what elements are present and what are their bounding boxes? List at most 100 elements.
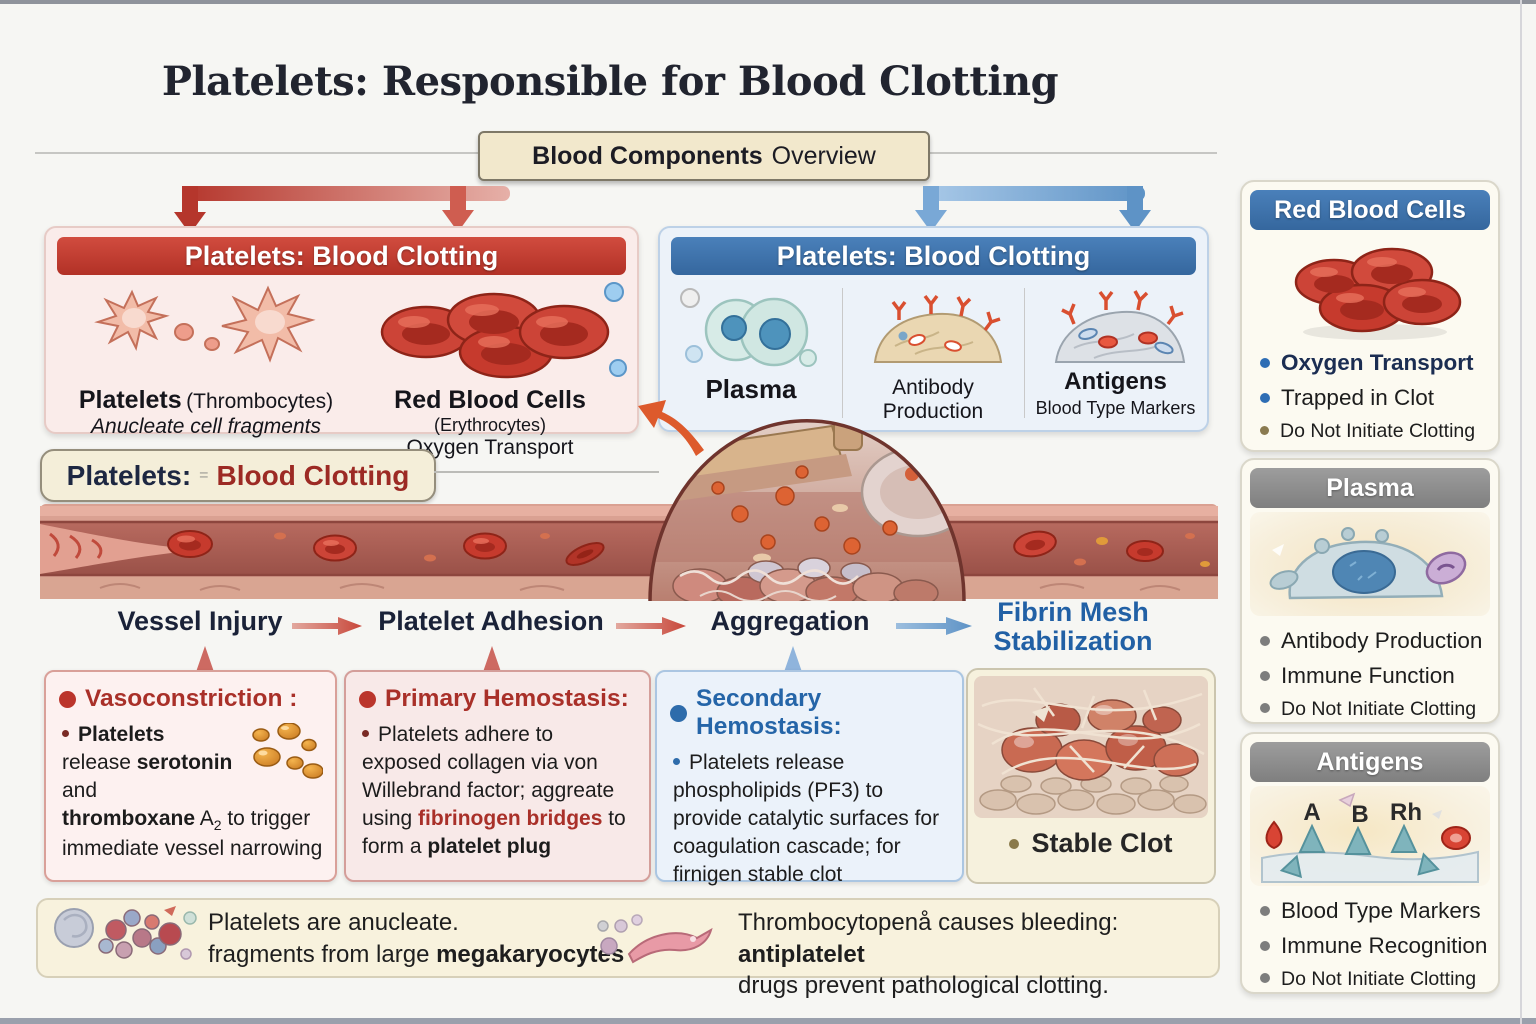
plasma-illustration-bg — [1250, 512, 1490, 616]
section-label-platelets-clotting: Platelets: = Blood Clotting — [40, 449, 436, 502]
plasma-cells-icon — [680, 288, 817, 367]
secondary-hemostasis-heading: Secondary Hemostasis: — [657, 672, 962, 741]
antigens-bullet-2: Immune Recognition — [1260, 933, 1498, 959]
platelet-fragment-icon — [597, 914, 713, 964]
sidebar-plasma-cell-icon — [1269, 527, 1467, 600]
plasma-label: Plasma — [705, 374, 797, 404]
antigen-marker-a: A — [1303, 799, 1320, 826]
secondary-hemostasis-box: Secondary Hemostasis: Platelets release … — [655, 670, 964, 886]
antibody-production-label: Antibody Production — [882, 376, 984, 423]
heading-bullet-icon — [359, 690, 376, 708]
sidebar-plasma-header: Plasma — [1250, 468, 1490, 508]
platelets-card: Platelets: Blood Clotting Platelets (Thr… — [44, 226, 639, 459]
bullet-icon — [673, 758, 680, 765]
top-frame-line — [0, 0, 1536, 4]
column-divider — [842, 288, 843, 418]
plasma-bullet-1: Antibody Production — [1260, 628, 1498, 654]
rbc-caption: Red Blood Cells (Erythrocytes) Oxygen Tr… — [346, 386, 634, 460]
bullet-icon — [362, 730, 369, 737]
rbc-name: Red Blood Cells — [394, 386, 586, 414]
heading-bullet-icon — [59, 690, 76, 708]
footer-left-text: Platelets are anucleate. fragments from … — [208, 909, 625, 968]
stable-clot-label-row: Stable Clot — [968, 828, 1214, 859]
antigen-cell-icon — [1054, 290, 1186, 363]
antibody-cell-icon — [873, 294, 1003, 363]
stable-clot-box: Stable Clot — [966, 668, 1216, 884]
primary-hemostasis-heading: Primary Hemostasis: — [346, 672, 649, 713]
overview-banner: Blood Components Overview — [478, 131, 930, 181]
bullet-icon — [1260, 426, 1269, 435]
platelets-name: Platelets — [78, 386, 182, 414]
sidebar-card-antigens: Antigens A B Rh — [1240, 732, 1500, 994]
bullet-icon — [1260, 703, 1270, 713]
flow-step-aggregation: Aggregation — [710, 606, 870, 636]
label-connector-line — [434, 471, 659, 473]
plasma-bullet-3: Do Not Initiate Clotting — [1260, 698, 1498, 721]
bullet-icon — [1260, 941, 1270, 951]
flow-arrow-red-icon — [616, 617, 686, 635]
rbc-bullet-2: Trapped in Clot — [1260, 385, 1498, 411]
antigen-marker-b: B — [1351, 801, 1368, 828]
bullet-icon — [1260, 358, 1270, 368]
platelets-paren: (Thrombocytes) — [186, 390, 334, 413]
blood-components-card: Platelets: Blood Clotting Plasma — [658, 226, 1209, 432]
bullet-icon — [1009, 838, 1020, 849]
footer-banner: Platelets are anucleate. fragments from … — [36, 898, 1220, 999]
antigens-bullet-3: Do Not Initiate Clotting — [1260, 968, 1498, 991]
secondary-hemostasis-body: Platelets release phospholipids (PF3) to… — [673, 751, 940, 886]
bullet-icon — [1260, 671, 1270, 681]
stable-clot-illustration — [974, 676, 1208, 818]
platelets-card-header: Platelets: Blood Clotting — [57, 237, 626, 275]
plasma-bullet-2: Immune Function — [1260, 663, 1498, 689]
equals-mark: = — [199, 466, 209, 484]
banner-bold-text: Blood Components — [532, 141, 763, 170]
primary-hemostasis-box: Primary Hemostasis: Platelets adhere to … — [344, 670, 651, 882]
rbc-paren: (Erythrocytes) — [433, 415, 547, 435]
sidebar-rbc-header: Red Blood Cells — [1250, 190, 1490, 230]
antigen-marker-rh: Rh — [1390, 799, 1422, 826]
pointer-spike-icon — [784, 646, 802, 672]
platelet-cells-icon — [94, 285, 316, 363]
rbc-subtitle: Oxygen Transport — [406, 436, 574, 459]
red-blood-cells-icon — [380, 282, 627, 379]
flow-step-platelet-adhesion: Platelet Adhesion — [378, 606, 604, 636]
granule-droplets-icon — [252, 723, 323, 779]
bottom-frame-line — [0, 1018, 1536, 1024]
megakaryocyte-fragments-icon — [54, 906, 197, 960]
antigens-illustration-bg: A B Rh — [1250, 786, 1490, 886]
section-label-suffix: Blood Clotting — [216, 459, 410, 491]
pointer-spike-icon — [196, 646, 214, 672]
blood-vessel-illustration — [40, 400, 1218, 602]
rbc-bullet-3: Do Not Initiate Clotting — [1260, 420, 1498, 443]
antigens-label: Antigens — [1064, 368, 1167, 395]
sidebar-card-red-blood-cells: Red Blood Cells Oxygen Transport — [1240, 180, 1500, 452]
platelets-caption: Platelets (Thrombocytes) Anucleate cell … — [56, 386, 356, 439]
flow-arrow-blue-icon — [896, 617, 972, 635]
flow-step-fibrin-mesh: Fibrin Mesh Stabilization — [993, 597, 1153, 657]
rbc-bullet-1: Oxygen Transport — [1260, 350, 1498, 376]
bullet-icon — [1260, 973, 1270, 983]
page-title: Platelets: Responsible for Blood Clottin… — [161, 58, 1059, 105]
sidebar-card-plasma: Plasma Antibody Production — [1240, 458, 1500, 724]
right-frame-line — [1520, 0, 1522, 1024]
blood-components-card-header: Platelets: Blood Clotting — [671, 237, 1196, 275]
bullet-icon — [62, 730, 69, 737]
flow-arrow-red-icon — [292, 617, 362, 635]
heading-bullet-icon — [670, 704, 687, 722]
pointer-spike-icon — [483, 646, 501, 672]
vasoconstriction-box: Vasoconstriction : Platelets release ser… — [44, 670, 337, 882]
platelets-subtitle: Anucleate cell fragments — [91, 415, 321, 438]
antigens-bullet-1: Blood Type Markers — [1260, 898, 1498, 924]
section-label-prefix: Platelets: — [66, 459, 192, 491]
flow-step-vessel-injury: Vessel Injury — [117, 606, 283, 636]
sidebar-antigens-header: Antigens — [1250, 742, 1490, 782]
bullet-icon — [1260, 906, 1270, 916]
vasoconstriction-heading: Vasoconstriction : — [46, 672, 335, 713]
antigens-sublabel: Blood Type Markers — [1035, 398, 1196, 418]
vasoconstriction-body: Platelets release serotonin and thrombox… — [62, 723, 323, 860]
sidebar-antigens-icon: A B Rh — [1261, 792, 1479, 883]
footer-right-text: Thrombocytopenå causes bleeding: antipla… — [738, 909, 1119, 1000]
column-divider — [1024, 288, 1025, 418]
bullet-icon — [1260, 636, 1270, 646]
